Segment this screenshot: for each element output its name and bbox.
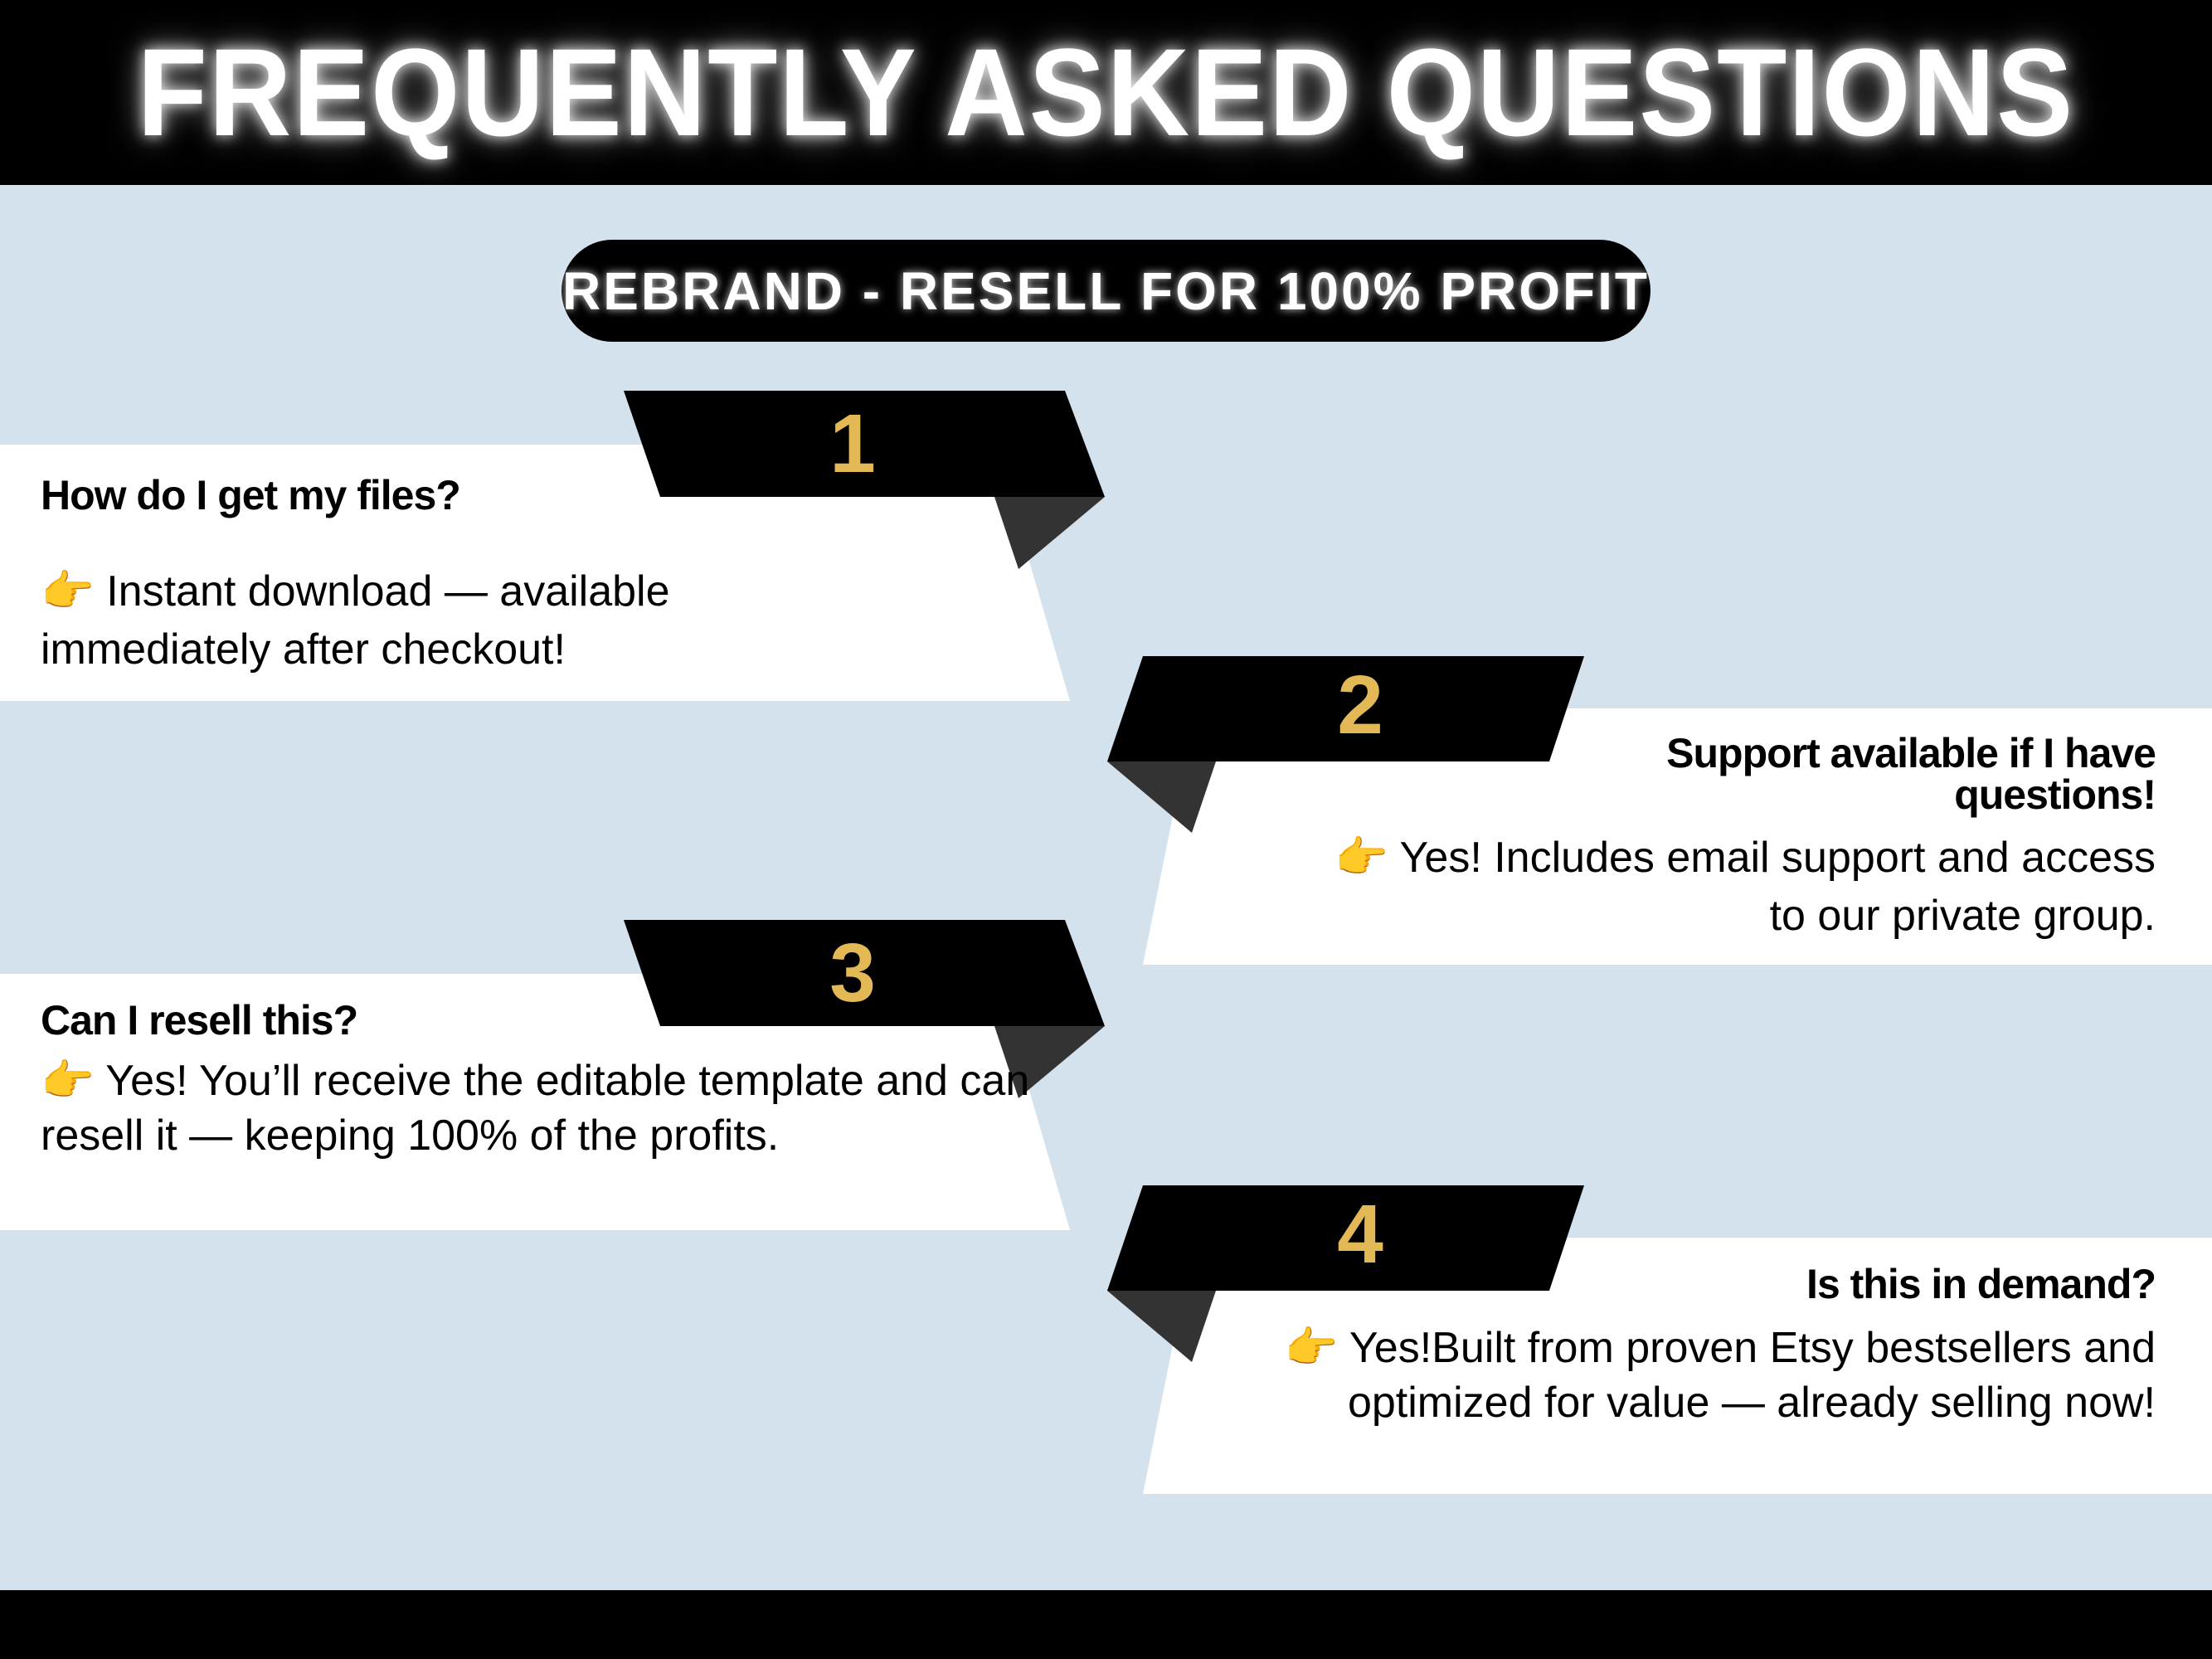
faq-answer-text: Yes! Includes email support and access t…	[1399, 834, 2156, 940]
faq-question-3: Can I resell this?	[41, 997, 358, 1044]
ribbon-4	[1107, 1185, 1584, 1291]
ribbon-1	[624, 391, 1105, 497]
faq-answer-4: 👉 Yes!Built from proven Etsy bestsellers…	[1276, 1321, 2156, 1430]
faq-card-1	[0, 445, 1070, 701]
faq-card-2	[1143, 708, 2212, 965]
ribbon-2	[1107, 656, 1584, 761]
faq-number-1: 1	[829, 397, 876, 490]
ribbon-shadow-4	[1107, 1291, 1216, 1362]
banner-pill: REBRAND - RESELL FOR 100% PROFIT	[562, 240, 1650, 342]
ribbon-shadow-3	[994, 1026, 1105, 1098]
header-bar: FREQUENTLY ASKED QUESTIONS	[0, 0, 2212, 185]
faq-number-2: 2	[1337, 659, 1383, 752]
faq-answer-text: Yes!Built from proven Etsy bestsellers a…	[1347, 1324, 2156, 1427]
ribbon-shadow-2	[1107, 761, 1216, 833]
faq-answer-3: 👉 Yes! You’ll receive the editable templ…	[41, 1053, 1036, 1163]
faq-question-1: How do I get my files?	[41, 472, 461, 518]
footer-bar	[0, 1590, 2212, 1659]
pointing-hand-icon: 👉	[1334, 834, 1388, 882]
faq-number-3: 3	[829, 927, 876, 1019]
faq-answer-text: Instant download — available immediately…	[41, 567, 670, 674]
faq-number-4: 4	[1337, 1188, 1383, 1281]
pointing-hand-icon: 👉	[41, 1057, 95, 1105]
pointing-hand-icon: 👉	[1284, 1324, 1339, 1372]
ribbon-3	[624, 920, 1105, 1026]
faq-question-2: Support available if I have questions!	[1666, 730, 2156, 818]
faq-card-4	[1143, 1238, 2212, 1494]
faq-answer-1: 👉 Instant download — available immediate…	[41, 562, 870, 679]
page-title: FREQUENTLY ASKED QUESTIONS	[137, 22, 2075, 162]
ribbon-shadow-1	[994, 497, 1105, 569]
faq-answer-text: Yes! You’ll receive the editable templat…	[41, 1057, 1030, 1160]
faq-card-3	[0, 974, 1070, 1230]
banner-label: REBRAND - RESELL FOR 100% PROFIT	[562, 260, 1650, 321]
pointing-hand-icon: 👉	[41, 567, 95, 615]
faq-question-4: Is this in demand?	[1806, 1261, 2156, 1307]
faq-answer-2: 👉 Yes! Includes email support and access…	[1326, 829, 2156, 945]
